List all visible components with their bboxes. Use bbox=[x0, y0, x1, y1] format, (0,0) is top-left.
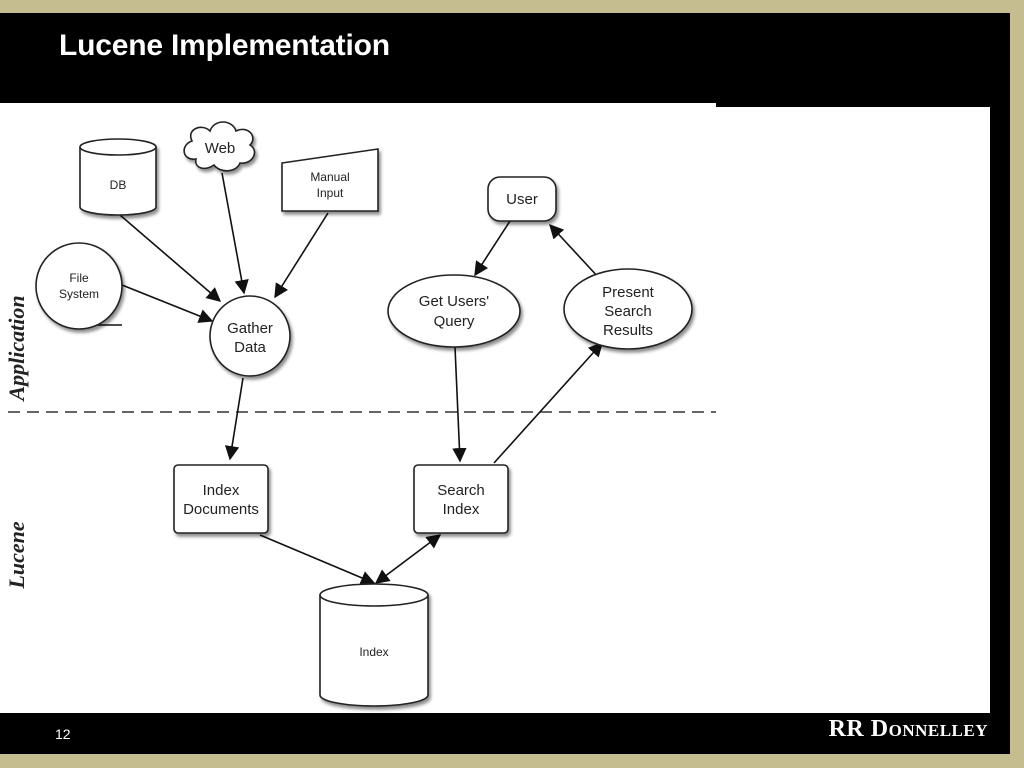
arrow-user-to-query bbox=[474, 220, 511, 277]
node-manual-input-line2: Input bbox=[317, 186, 344, 200]
node-index-documents bbox=[173, 464, 269, 534]
node-gather-data-line2: Data bbox=[234, 339, 266, 356]
node-gather-data bbox=[209, 295, 291, 377]
node-web-label: Web bbox=[205, 140, 236, 157]
arrow-search-index-to-present bbox=[493, 341, 603, 464]
node-file-system bbox=[35, 242, 123, 330]
node-get-users-query-line1: Get Users' bbox=[419, 293, 490, 310]
node-get-users-query bbox=[387, 274, 521, 348]
slide-title: Lucene Implementation bbox=[59, 29, 390, 62]
node-manual-input-line1: Manual bbox=[310, 170, 349, 184]
node-search-index bbox=[413, 464, 509, 534]
node-search-index-line1: Search bbox=[437, 482, 485, 499]
arrow-db-to-gather bbox=[119, 214, 222, 302]
node-present-search-results-line1: Present bbox=[602, 284, 655, 301]
page-number: 12 bbox=[55, 726, 71, 742]
node-index bbox=[319, 583, 429, 707]
node-present-search-results-line2: Search bbox=[604, 303, 652, 320]
node-index-documents-line2: Documents bbox=[183, 501, 259, 518]
node-present-search-results bbox=[563, 268, 693, 350]
title-bar: Lucene Implementation bbox=[0, 13, 1010, 103]
arrow-gather-to-index-docs bbox=[224, 377, 244, 461]
slide: Lucene Implementation Application Lucene bbox=[0, 13, 1010, 754]
footer: 12 RR Donnelley bbox=[0, 710, 1010, 754]
arrow-file-to-gather bbox=[121, 284, 214, 323]
node-user-label: User bbox=[506, 191, 538, 208]
arrow-index-search-bidirectional bbox=[374, 534, 442, 584]
diagram-area: Application Lucene bbox=[0, 103, 990, 713]
node-user bbox=[487, 176, 557, 222]
node-db-label: DB bbox=[110, 178, 127, 192]
arrow-web-to-gather bbox=[221, 172, 249, 295]
top-right-strip bbox=[716, 103, 990, 107]
node-file-system-line2: System bbox=[59, 287, 99, 301]
node-get-users-query-line2: Query bbox=[434, 313, 475, 330]
lucene-diagram: Application Lucene bbox=[4, 121, 716, 707]
lane-label-application: Application bbox=[4, 295, 29, 402]
arrow-present-to-user bbox=[549, 223, 601, 280]
arrow-query-to-search-index bbox=[452, 346, 467, 463]
node-gather-data-line1: Gather bbox=[227, 320, 273, 337]
node-index-documents-line1: Index bbox=[203, 482, 240, 499]
node-file-system-line1: File bbox=[69, 271, 89, 285]
node-manual-input bbox=[281, 148, 379, 212]
node-index-label: Index bbox=[359, 645, 388, 659]
lane-label-lucene: Lucene bbox=[4, 521, 29, 589]
rr-donnelley-logo: RR Donnelley bbox=[828, 716, 988, 742]
node-present-search-results-line3: Results bbox=[603, 322, 653, 339]
arrow-index-docs-to-index bbox=[259, 534, 376, 585]
node-web bbox=[183, 121, 256, 172]
node-search-index-line2: Index bbox=[443, 501, 480, 518]
node-db bbox=[79, 138, 157, 216]
arrow-manual-to-gather bbox=[274, 212, 329, 299]
